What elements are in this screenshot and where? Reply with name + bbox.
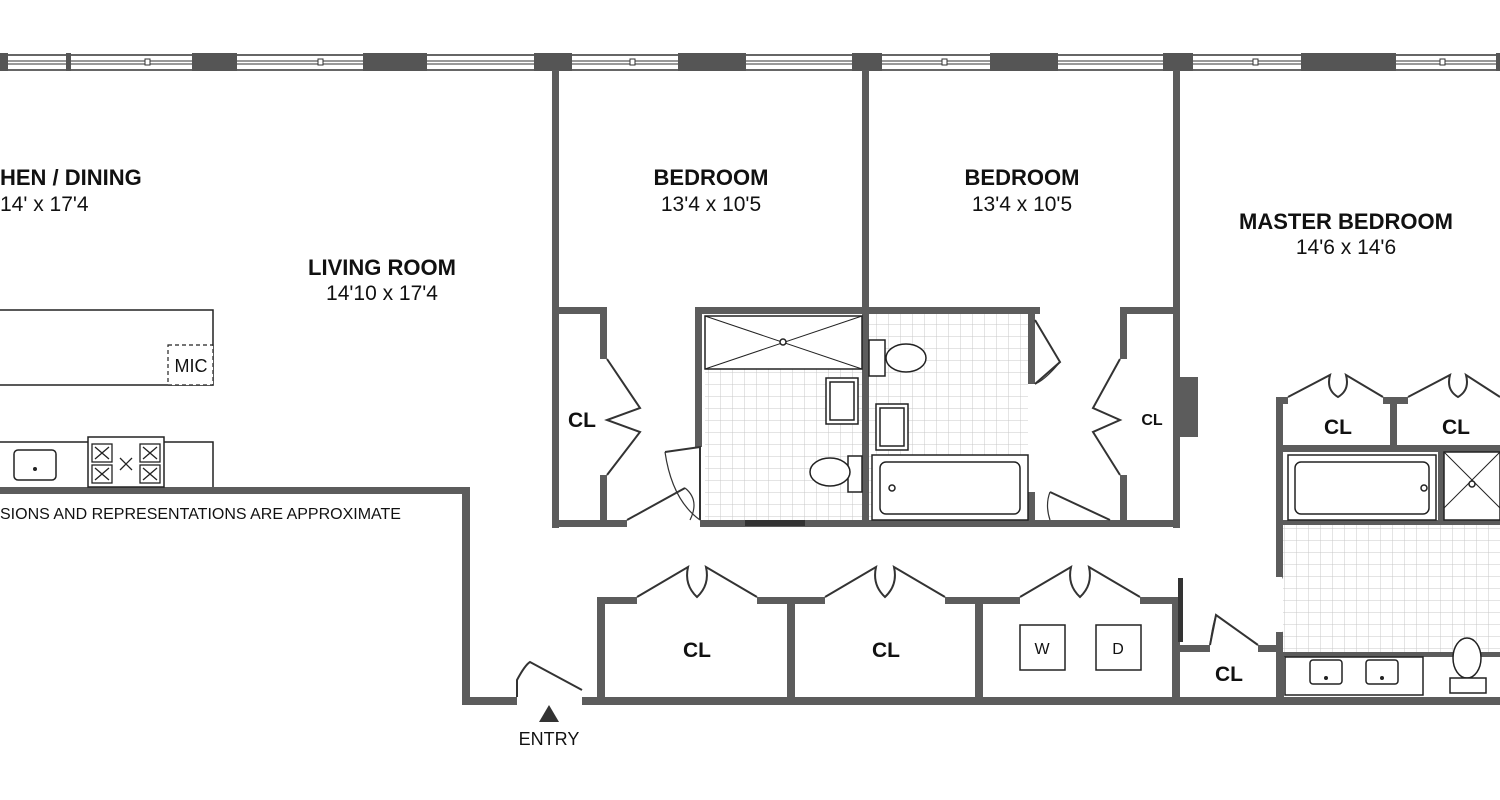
kitchen-fixtures bbox=[0, 309, 214, 488]
kitchen-name: HEN / DINING bbox=[0, 165, 142, 190]
bath-fixtures bbox=[704, 315, 1029, 521]
washer-label: W bbox=[1034, 641, 1050, 658]
closet-label: CL bbox=[1215, 663, 1243, 686]
microwave-label: MIC bbox=[175, 356, 208, 376]
entry-arrow-icon bbox=[539, 705, 559, 722]
laundry-appliances bbox=[1019, 624, 1142, 671]
bedroom2-name: BEDROOM bbox=[965, 165, 1080, 190]
living-room-dims: 14'10 x 17'4 bbox=[326, 282, 438, 305]
kitchen-dims: 14' x 17'4 bbox=[0, 193, 89, 216]
disclaimer-text: SIONS AND REPRESENTATIONS ARE APPROXIMAT… bbox=[0, 506, 401, 523]
closet-label: CL bbox=[568, 409, 596, 432]
interior-walls bbox=[0, 70, 1500, 705]
dryer-label: D bbox=[1112, 641, 1124, 658]
master-bath-fixtures bbox=[1284, 451, 1500, 696]
entry-label: ENTRY bbox=[519, 729, 580, 749]
master-bedroom-dims: 14'6 x 14'6 bbox=[1296, 236, 1396, 259]
sliding-door-track bbox=[745, 520, 805, 526]
tiled-floors bbox=[705, 314, 1500, 652]
bedroom1-dims: 13'4 x 10'5 bbox=[661, 193, 761, 216]
closet-label: CL bbox=[872, 639, 900, 662]
bedroom2-dims: 13'4 x 10'5 bbox=[972, 193, 1072, 216]
closet-label: CL bbox=[1324, 416, 1352, 439]
closet-label: CL bbox=[683, 639, 711, 662]
master-bedroom-name: MASTER BEDROOM bbox=[1239, 209, 1453, 234]
living-room-name: LIVING ROOM bbox=[308, 255, 456, 280]
closet-label: CL bbox=[1442, 416, 1470, 439]
closet-label: CL bbox=[1141, 412, 1163, 429]
labels: HEN / DINING 14' x 17'4 LIVING ROOM 14'1… bbox=[0, 165, 1470, 749]
bedroom1-name: BEDROOM bbox=[654, 165, 769, 190]
top-exterior-wall bbox=[0, 53, 1500, 71]
pocket-door bbox=[1178, 578, 1183, 642]
